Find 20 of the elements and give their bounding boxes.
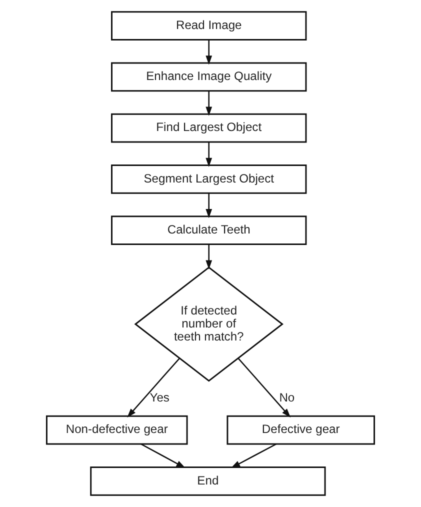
arrow — [238, 358, 291, 418]
arrow — [140, 443, 186, 468]
node-box: Read Image — [111, 11, 307, 41]
arrow — [206, 193, 212, 218]
arrow — [206, 142, 212, 167]
node-box: Calculate Teeth — [111, 216, 307, 245]
edge-label: No — [279, 390, 295, 405]
node-diamond: If detected number of teeth match? — [134, 266, 284, 382]
edge-label: Yes — [150, 390, 170, 405]
arrow — [206, 91, 212, 116]
node-box: Non-defective gear — [46, 415, 188, 445]
arrow — [206, 244, 212, 270]
arrow — [230, 443, 277, 468]
node-box: Enhance Image Quality — [111, 62, 307, 92]
node-box: Find Largest Object — [111, 113, 307, 143]
node-box: Segment Largest Object — [111, 164, 307, 194]
node-box: Defective gear — [226, 415, 376, 445]
arrow — [206, 40, 212, 65]
arrow — [127, 358, 180, 418]
node-box: End — [90, 466, 326, 496]
